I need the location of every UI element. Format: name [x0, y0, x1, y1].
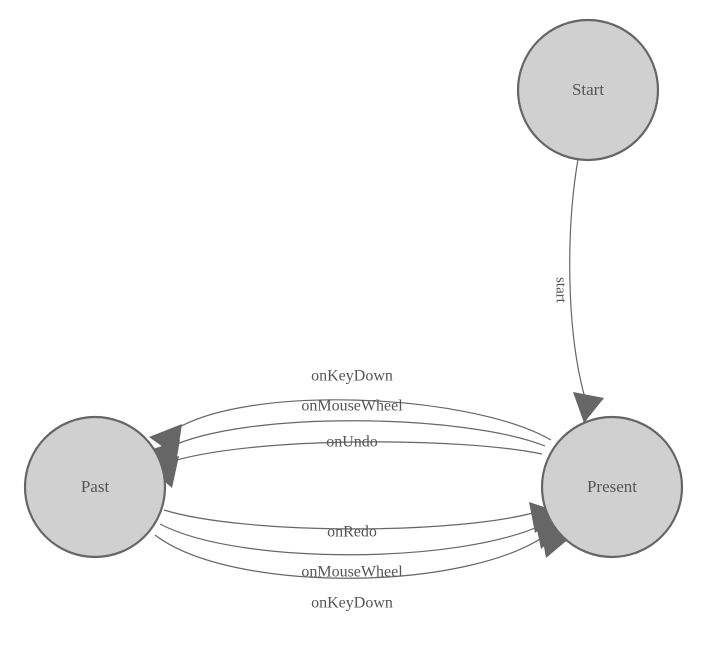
node-start-label: Start [572, 80, 604, 99]
edge-start-to-present-path [569, 158, 586, 399]
edge-label-start: start [553, 277, 569, 304]
node-past-circle[interactable] [23, 415, 167, 559]
edge-label-present-past-onundo: onUndo [326, 434, 378, 451]
edge-past-to-present-onmousewheel-path [159, 523, 545, 556]
node-present-label: Present [587, 477, 637, 496]
node-start[interactable]: Start [516, 18, 660, 162]
edge-present-to-past-onkeydown[interactable]: onKeyDown [149, 368, 552, 457]
edge-start-to-present-arrowhead [573, 392, 604, 423]
edge-past-to-present-onredo-path [163, 509, 541, 530]
edge-present-to-past-onmousewheel-path [167, 420, 546, 449]
node-present[interactable]: Present [540, 415, 684, 559]
edge-past-to-present-onkeydown-path [154, 532, 550, 579]
node-start-circle[interactable] [516, 18, 660, 162]
edge-layer: start onKeyDown onMouseWheel onUndo [146, 158, 604, 612]
node-layer: Start Past Present [23, 18, 684, 559]
edge-present-to-past-onundo-path [166, 441, 543, 464]
edge-label-present-past-onmousewheel: onMouseWheel [301, 398, 403, 415]
edge-past-to-present-onkeydown[interactable]: onKeyDown [154, 524, 571, 612]
edge-past-to-present-onkeydown-arrowhead [540, 524, 571, 558]
node-present-circle[interactable] [540, 415, 684, 559]
node-past[interactable]: Past [23, 415, 167, 559]
edge-label-past-present-onkeydown: onKeyDown [311, 595, 393, 612]
edge-present-to-past-onkeydown-path [169, 399, 552, 441]
edge-past-to-present-onredo[interactable]: onRedo [163, 502, 562, 541]
edge-start-to-present[interactable]: start [553, 158, 604, 423]
edge-label-past-present-onmousewheel: onMouseWheel [301, 564, 403, 581]
edge-present-to-past-onundo[interactable]: onUndo [146, 434, 543, 488]
edge-label-past-present-onredo: onRedo [327, 524, 377, 541]
edge-label-present-past-onkeydown: onKeyDown [311, 368, 393, 385]
node-past-label: Past [81, 477, 110, 496]
